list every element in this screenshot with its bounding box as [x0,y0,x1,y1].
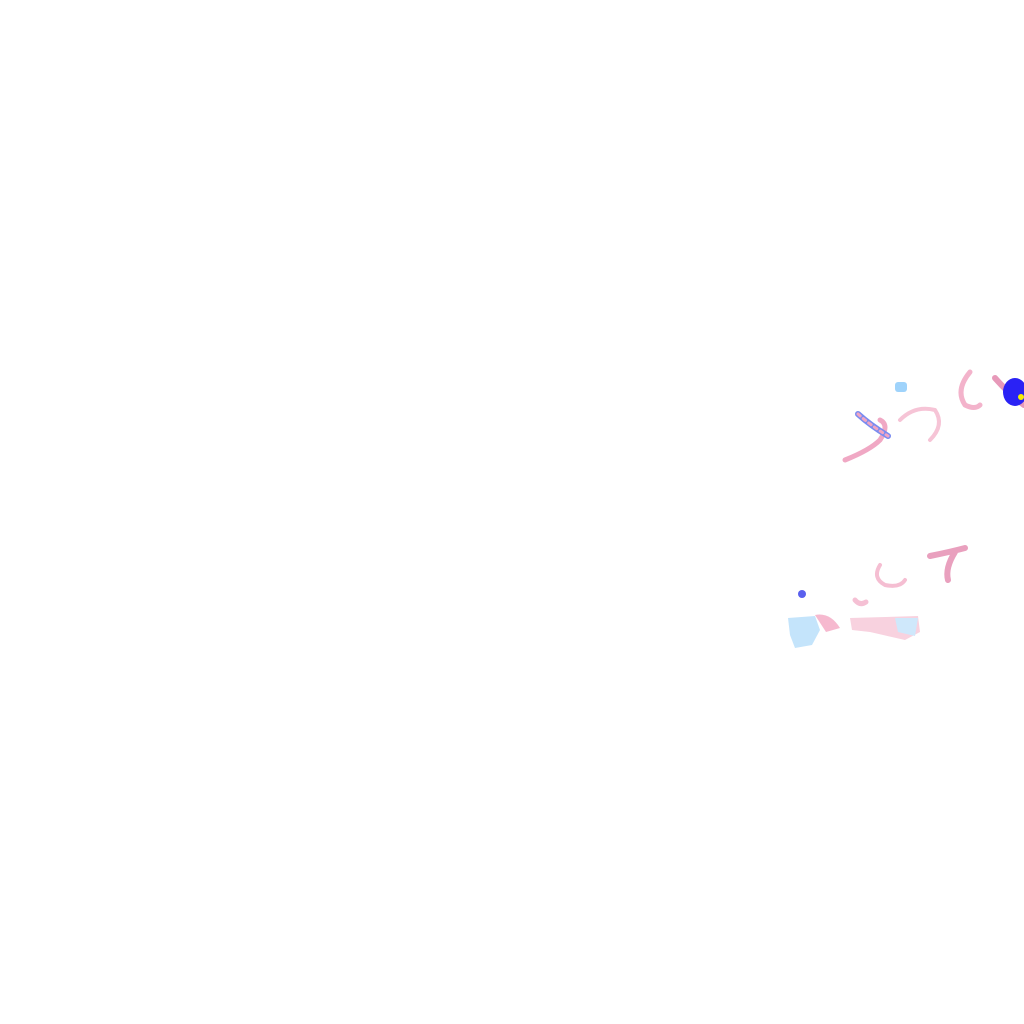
precip-band [958,369,983,410]
precip-area [815,614,840,632]
precip-cell [895,382,907,392]
heavy-precip-cell [1003,378,1024,406]
precip-band [842,417,888,463]
precip-area [788,616,820,648]
precip-band [852,597,869,607]
precip-band [874,563,907,588]
heavy-precip-cell [1018,394,1024,400]
precip-band [898,406,941,442]
precip-band [856,412,890,438]
precip-area [895,618,918,636]
precip-band [927,545,968,583]
precip-cell [798,590,806,598]
